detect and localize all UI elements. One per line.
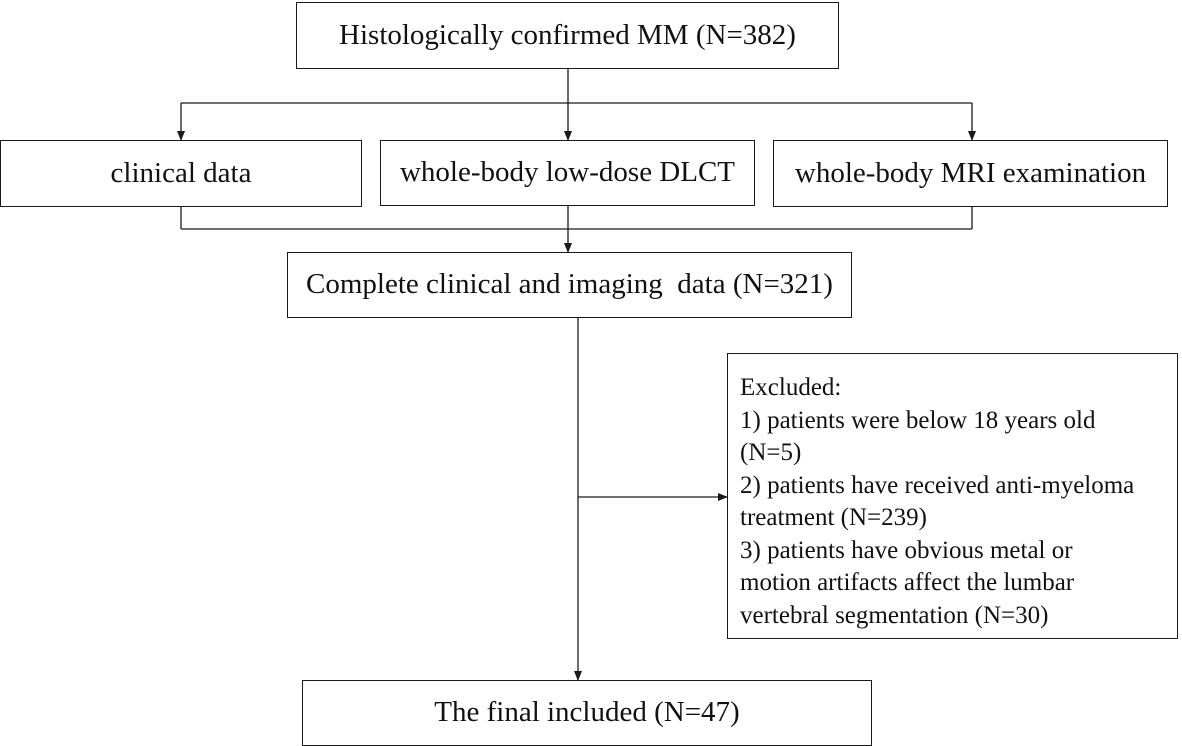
- excluded-line-5: 3) patients have obvious metal or: [740, 536, 1073, 564]
- box-mri-examination: whole-body MRI examination: [773, 140, 1168, 207]
- excluded-line-6: motion artifacts affect the lumbar: [740, 569, 1075, 596]
- excluded-line-4: treatment (N=239): [740, 504, 927, 531]
- excluded-line-1: 1) patients were below 18 years old: [740, 406, 1096, 434]
- box-mri-examination-label: whole-body MRI examination: [794, 156, 1147, 189]
- excluded-line-3: 2) patients have received anti-myeloma: [740, 471, 1135, 499]
- box-histologically-confirmed: Histologically confirmed MM (N=382): [296, 2, 839, 69]
- box-histologically-confirmed-label: Histologically confirmed MM (N=382): [339, 18, 796, 51]
- box-final-included-label: The final included (N=47): [434, 696, 740, 729]
- box-dlct: whole-body low-dose DLCT: [380, 140, 755, 206]
- box-dlct-label: whole-body low-dose DLCT: [399, 156, 736, 189]
- box-complete-data: Complete clinical and imaging data (N=32…: [287, 252, 852, 318]
- excluded-line-2: (N=5): [740, 439, 802, 466]
- excluded-heading: Excluded:: [740, 374, 842, 401]
- box-final-included: The final included (N=47): [302, 680, 872, 746]
- box-clinical-data: clinical data: [0, 140, 362, 207]
- box-clinical-data-label: clinical data: [110, 156, 252, 189]
- box-excluded: Excluded: 1) patients were below 18 year…: [727, 353, 1178, 639]
- box-complete-data-label: Complete clinical and imaging data (N=32…: [306, 268, 833, 301]
- excluded-line-7: vertebral segmentation (N=30): [740, 601, 1049, 629]
